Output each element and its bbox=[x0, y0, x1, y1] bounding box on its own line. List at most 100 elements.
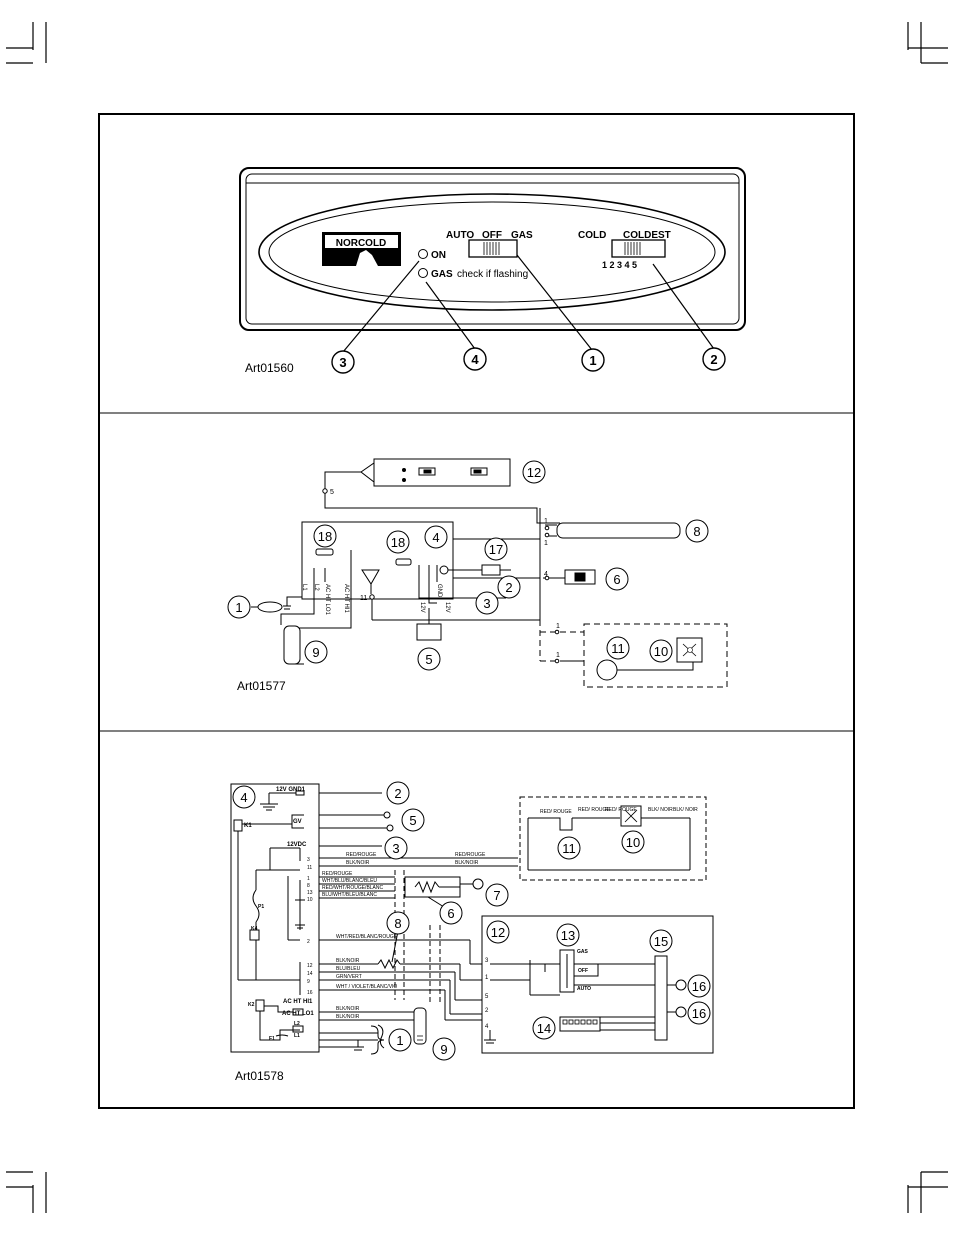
svg-text:6: 6 bbox=[613, 572, 620, 587]
schematic-wiring-diagram bbox=[230, 783, 714, 1054]
svg-text:4: 4 bbox=[544, 571, 548, 578]
svg-text:AC HT LO1: AC HT LO1 bbox=[282, 1011, 314, 1017]
svg-text:BLK/ NOIR: BLK/ NOIR bbox=[673, 807, 698, 813]
svg-text:2: 2 bbox=[394, 786, 401, 801]
svg-text:14: 14 bbox=[537, 1021, 551, 1036]
svg-text:4: 4 bbox=[240, 790, 247, 805]
gas-indicator-icon bbox=[418, 268, 428, 278]
svg-text:GV: GV bbox=[293, 819, 302, 825]
svg-text:3: 3 bbox=[483, 596, 490, 611]
svg-text:8: 8 bbox=[307, 883, 310, 889]
svg-text:16: 16 bbox=[692, 979, 706, 994]
svg-text:13: 13 bbox=[307, 890, 313, 896]
svg-text:12V: 12V bbox=[419, 602, 425, 613]
svg-text:RED/ROUGE: RED/ROUGE bbox=[322, 871, 353, 877]
svg-text:BLK/NOIR: BLK/NOIR bbox=[455, 860, 479, 866]
svg-text:WHT/BLU/BLANC/BLEU: WHT/BLU/BLANC/BLEU bbox=[322, 878, 377, 884]
svg-text:RED/ROUGE: RED/ROUGE bbox=[346, 852, 377, 858]
on-indicator-icon bbox=[418, 249, 428, 259]
panel2-wire-labels: L1 L2 AC HT LO1 AC HT HI1 12V GND 12V bbox=[301, 584, 450, 616]
svg-text:8: 8 bbox=[693, 524, 700, 539]
svg-text:AC HT LO1: AC HT LO1 bbox=[324, 584, 330, 616]
svg-text:18: 18 bbox=[391, 535, 405, 550]
panel3-callouts: 4 2 5 3 11 10 7 6 8 12 13 15 16 16 14 1 … bbox=[232, 781, 711, 1061]
on-label: ON bbox=[431, 250, 446, 261]
svg-text:16: 16 bbox=[307, 990, 313, 996]
svg-text:BLK/ NOIR: BLK/ NOIR bbox=[648, 807, 673, 813]
svg-text:RED/ROUGE: RED/ROUGE bbox=[455, 852, 486, 858]
svg-text:12V: 12V bbox=[444, 602, 450, 613]
panel3-fan-labels: RED/ ROUGE RED/ ROUGE RED/ ROUGE BLK/ NO… bbox=[455, 807, 698, 866]
panel3-board-labels: 12V GND1 K1 GV 12VDC P1 K4 K2 AC HT HI1 … bbox=[244, 787, 314, 1042]
panel3-switch-labels: GAS OFF AUTO bbox=[577, 949, 591, 992]
svg-text:10: 10 bbox=[307, 897, 313, 903]
svg-text:P1: P1 bbox=[258, 904, 264, 910]
svg-text:3: 3 bbox=[307, 857, 310, 863]
mode-gas-label: GAS bbox=[511, 230, 533, 241]
svg-text:BLK/NOIR: BLK/NOIR bbox=[346, 860, 370, 866]
svg-text:12: 12 bbox=[307, 963, 313, 969]
svg-text:4: 4 bbox=[471, 352, 479, 367]
svg-text:RED/ ROUGE: RED/ ROUGE bbox=[578, 807, 610, 813]
svg-text:11: 11 bbox=[562, 841, 576, 856]
crop-marks bbox=[6, 22, 948, 1213]
svg-text:F1: F1 bbox=[269, 1036, 275, 1042]
temp-scale: 1 2 3 4 5 bbox=[602, 260, 637, 270]
svg-text:10: 10 bbox=[626, 835, 640, 850]
svg-text:16: 16 bbox=[692, 1006, 706, 1021]
gas-label: GAS bbox=[431, 269, 453, 280]
svg-text:WHT / VIOLET/BLANC/VIO: WHT / VIOLET/BLANC/VIO bbox=[336, 984, 397, 990]
svg-text:1: 1 bbox=[485, 975, 489, 981]
svg-text:L2: L2 bbox=[294, 1021, 300, 1027]
gas-note: check if flashing bbox=[457, 269, 528, 280]
mode-off-label: OFF bbox=[482, 230, 502, 241]
mode-auto-label: AUTO bbox=[446, 230, 474, 241]
svg-text:K1: K1 bbox=[244, 823, 252, 829]
art-id-3: Art01578 bbox=[235, 1069, 284, 1083]
svg-text:2: 2 bbox=[485, 1008, 489, 1014]
svg-text:AC HT HI1: AC HT HI1 bbox=[283, 999, 313, 1005]
svg-text:15: 15 bbox=[654, 934, 668, 949]
svg-text:12V GND1: 12V GND1 bbox=[276, 787, 306, 793]
svg-text:11: 11 bbox=[360, 595, 367, 602]
svg-text:AUTO: AUTO bbox=[577, 986, 591, 992]
svg-text:5: 5 bbox=[425, 652, 432, 667]
svg-text:K4: K4 bbox=[251, 926, 258, 932]
panel1-leaders bbox=[342, 254, 715, 353]
svg-text:GND: GND bbox=[436, 584, 442, 598]
svg-text:GRN/VERT: GRN/VERT bbox=[336, 974, 362, 980]
svg-text:11: 11 bbox=[611, 641, 625, 656]
svg-text:8: 8 bbox=[394, 916, 401, 931]
svg-text:9: 9 bbox=[440, 1042, 447, 1057]
svg-text:L2: L2 bbox=[313, 584, 319, 591]
svg-text:9: 9 bbox=[312, 645, 319, 660]
svg-text:1: 1 bbox=[307, 876, 310, 882]
panel3-terminal-pins: 3 1 5 2 4 bbox=[485, 958, 489, 1030]
svg-text:12VDC: 12VDC bbox=[287, 842, 307, 848]
brand-text: NORCOLD bbox=[336, 238, 387, 249]
svg-text:5: 5 bbox=[330, 489, 334, 496]
svg-text:1: 1 bbox=[556, 623, 560, 630]
svg-text:2: 2 bbox=[505, 580, 512, 595]
svg-text:4: 4 bbox=[432, 530, 439, 545]
svg-text:2: 2 bbox=[307, 939, 310, 945]
svg-text:RED/ ROUGE: RED/ ROUGE bbox=[540, 809, 572, 815]
panel3-leaders bbox=[370, 896, 445, 1055]
figure-frame bbox=[98, 113, 855, 1109]
svg-text:RED/WHT/ROUGE/BLANC: RED/WHT/ROUGE/BLANC bbox=[322, 885, 384, 891]
control-panel-illustration: NORCOLD ON GAS check if flashing AUTO OF… bbox=[239, 167, 746, 331]
svg-text:17: 17 bbox=[489, 542, 503, 557]
svg-text:RED/ ROUGE: RED/ ROUGE bbox=[605, 807, 637, 813]
svg-text:13: 13 bbox=[561, 928, 575, 943]
svg-text:BLK/NOIR: BLK/NOIR bbox=[336, 1006, 360, 1012]
svg-text:WHT/RED/BLANC/ROUGE: WHT/RED/BLANC/ROUGE bbox=[336, 934, 398, 940]
svg-text:BLK/NOIR: BLK/NOIR bbox=[336, 1014, 360, 1020]
svg-text:1: 1 bbox=[544, 518, 548, 525]
panel3-wire-labels: RED/ROUGE BLK/NOIR RED/ROUGE WHT/BLU/BLA… bbox=[322, 852, 398, 1020]
svg-text:10: 10 bbox=[654, 644, 668, 659]
svg-text:2: 2 bbox=[710, 352, 717, 367]
svg-text:1: 1 bbox=[544, 540, 548, 547]
art-id-1: Art01560 bbox=[245, 361, 294, 375]
svg-text:11: 11 bbox=[307, 865, 312, 871]
